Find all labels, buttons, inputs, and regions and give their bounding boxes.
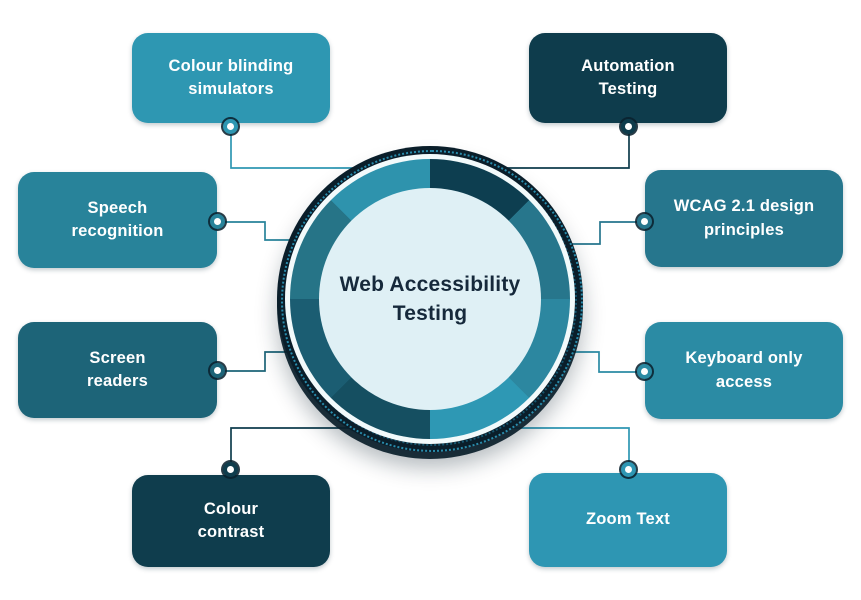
connector-colour-blinding-simulators — [230, 130, 356, 169]
hub-ring-dots-outer — [281, 150, 583, 452]
node-label: Automation Testing — [581, 56, 675, 98]
node-screen-readers: Screen readers — [18, 322, 217, 418]
node-wcag-design-principles: WCAG 2.1 design principles — [645, 170, 843, 267]
connector-colour-contrast — [230, 427, 352, 466]
node-automation-testing: Automation Testing — [529, 33, 727, 123]
node-label: Keyboard only access — [685, 349, 803, 391]
connector-keyboard-only-access — [570, 351, 641, 373]
node-colour-blinding-simulators: Colour blinding simulators — [132, 33, 330, 123]
connector-dot-zoom-text — [621, 462, 636, 477]
node-keyboard-only-access: Keyboard only access — [645, 322, 843, 419]
connector-speech-recognition — [221, 221, 292, 241]
node-label: Colour blinding simulators — [168, 56, 294, 98]
connector-dot-wcag-design-principles — [637, 214, 652, 229]
connector-dot-keyboard-only-access — [637, 364, 652, 379]
connector-screen-readers — [221, 351, 290, 372]
node-label: Zoom Text — [586, 510, 670, 529]
connector-wcag-design-principles — [570, 221, 641, 245]
connector-zoom-text — [508, 427, 630, 466]
node-label: Screen readers — [86, 348, 149, 390]
node-label: Speech recognition — [71, 198, 164, 240]
node-label: WCAG 2.1 design principles — [673, 197, 815, 239]
node-colour-contrast: Colour contrast — [132, 475, 330, 567]
hub-inner-circle: Web Accessibility Testing — [319, 188, 541, 410]
node-zoom-text: Zoom Text — [529, 473, 727, 567]
connector-dot-automation-testing — [621, 119, 636, 134]
connector-automation-testing — [504, 130, 630, 169]
hub-title: Web Accessibility Testing — [339, 272, 521, 325]
connector-dot-colour-blinding-simulators — [223, 119, 238, 134]
node-speech-recognition: Speech recognition — [18, 172, 217, 268]
connector-dot-screen-readers — [210, 363, 225, 378]
connector-dot-colour-contrast — [223, 462, 238, 477]
node-label: Colour contrast — [197, 499, 265, 541]
connector-dot-speech-recognition — [210, 214, 225, 229]
